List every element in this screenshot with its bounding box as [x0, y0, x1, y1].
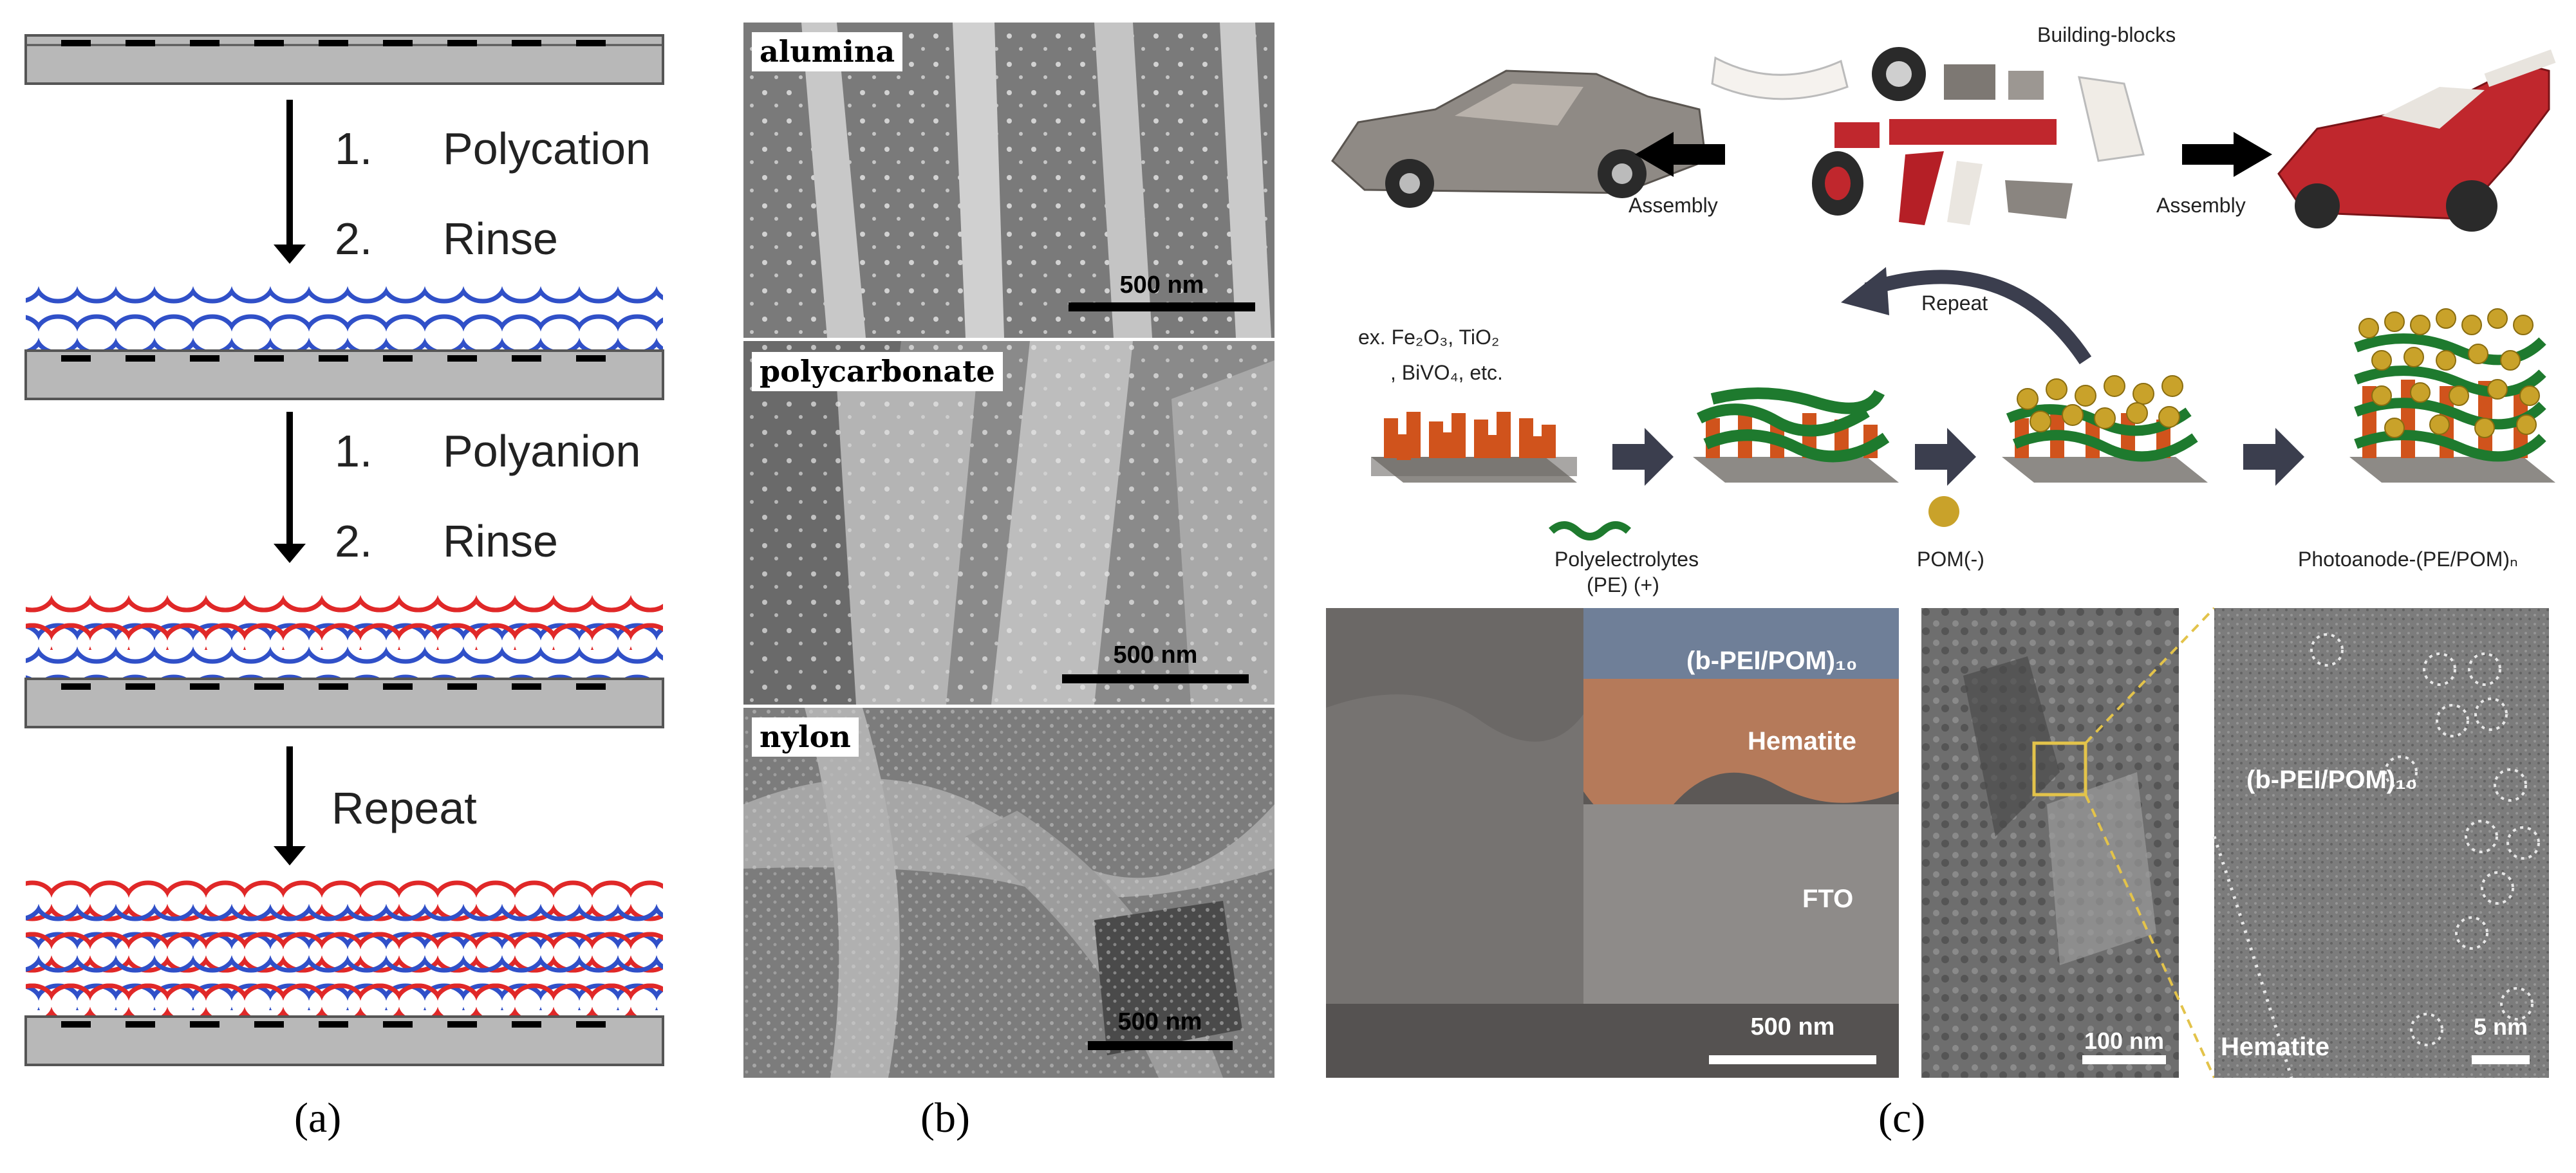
- nylon-label: nylon: [752, 717, 859, 757]
- step2-num2: 2.: [335, 516, 372, 566]
- final-photoanode: [2349, 309, 2555, 483]
- panel-c-top: Assembly Building-blocks Assembly: [1332, 23, 2555, 232]
- panel-c-process: ex. Fe₂O₃, TiO₂ , BiVO₄, etc.: [1358, 267, 2555, 596]
- assembly-right-label: Assembly: [2156, 194, 2246, 217]
- sem-polycarbonate: 500 nm: [743, 341, 1274, 705]
- step1-text2: Rinse: [443, 214, 558, 264]
- building-blocks-label: Building-blocks: [2037, 23, 2176, 46]
- panel-c-tem-highres: (b-PEI/POM)₁₀ Hematite 5 nm: [2214, 608, 2549, 1078]
- sem-layer-fto: FTO: [1802, 885, 1853, 913]
- step1-num1: 1.: [335, 124, 372, 174]
- panel-a: 1. Polycation 2. Rinse 1. Polyanion 2. R…: [26, 35, 663, 1065]
- sem-layer-pe-pom: (b-PEI/POM)₁₀: [1686, 647, 1858, 675]
- polycarbonate-label: polycarbonate: [752, 352, 1003, 391]
- tem2-hematite-label: Hematite: [2221, 1033, 2329, 1061]
- panel-c-tem-lowmag: 100 nm: [1921, 608, 2214, 1078]
- step2-text1: Polyanion: [443, 426, 640, 476]
- panel-b: 500 nm 500 nm 500 nm: [743, 23, 1274, 1078]
- pe-legend-icon: [1551, 525, 1629, 537]
- panel-c-sem: (b-PEI/POM)₁₀ Hematite FTO 500 nm: [1326, 608, 1899, 1078]
- product-label: Photoanode-(PE/POM)ₙ: [2298, 548, 2518, 571]
- sem-nylon: 500 nm: [743, 708, 1274, 1078]
- pe-label-2: (PE) (+): [1587, 573, 1659, 596]
- nylon-scale-label: 500 nm: [1118, 1008, 1202, 1035]
- pom-legend-icon: [1928, 496, 1959, 527]
- step1-text1: Polycation: [443, 124, 651, 174]
- polycarbonate-scale-label: 500 nm: [1114, 642, 1198, 669]
- caption-b: (b): [920, 1094, 970, 1143]
- assembly-left-label: Assembly: [1629, 194, 1718, 217]
- alumina-scale-label: 500 nm: [1120, 272, 1204, 299]
- substrate-bare: [26, 35, 663, 84]
- alumina-label: alumina: [752, 32, 902, 71]
- substrate-note-1: ex. Fe₂O₃, TiO₂: [1358, 326, 1499, 349]
- substrate-polycation: [26, 283, 663, 399]
- red-car-illustration: [2279, 50, 2555, 232]
- sem-layer-hematite: Hematite: [1748, 727, 1856, 755]
- step2-num1: 1.: [335, 426, 372, 476]
- substrate-bilayer: [26, 592, 663, 727]
- repeat-label-c: Repeat: [1921, 291, 1988, 315]
- pe-label-1: Polyelectrolytes: [1554, 548, 1699, 571]
- grey-car-illustration: [1332, 71, 1706, 208]
- step2-text2: Rinse: [443, 516, 558, 566]
- substrate-multilayer: [26, 875, 663, 1065]
- step1-num2: 2.: [335, 214, 372, 264]
- tem2-scale-label: 5 nm: [2474, 1013, 2528, 1040]
- sem-scale-label: 500 nm: [1751, 1013, 1835, 1040]
- caption-a: (a): [294, 1094, 341, 1143]
- substrate-note-2: , BiVO₄, etc.: [1390, 361, 1503, 384]
- pom-label: POM(-): [1917, 548, 1984, 571]
- caption-c: (c): [1878, 1094, 1925, 1143]
- bare-photoanode: [1371, 412, 1577, 483]
- pe-coated-photoanode: [1693, 393, 1899, 483]
- repeat-label-a: Repeat: [331, 783, 477, 833]
- pom-coated-photoanode: [2002, 376, 2208, 483]
- building-blocks-illustration: [1712, 47, 2143, 225]
- tem1-scale-label: 100 nm: [2084, 1028, 2164, 1054]
- tem2-layer-label: (b-PEI/POM)₁₀: [2246, 766, 2418, 794]
